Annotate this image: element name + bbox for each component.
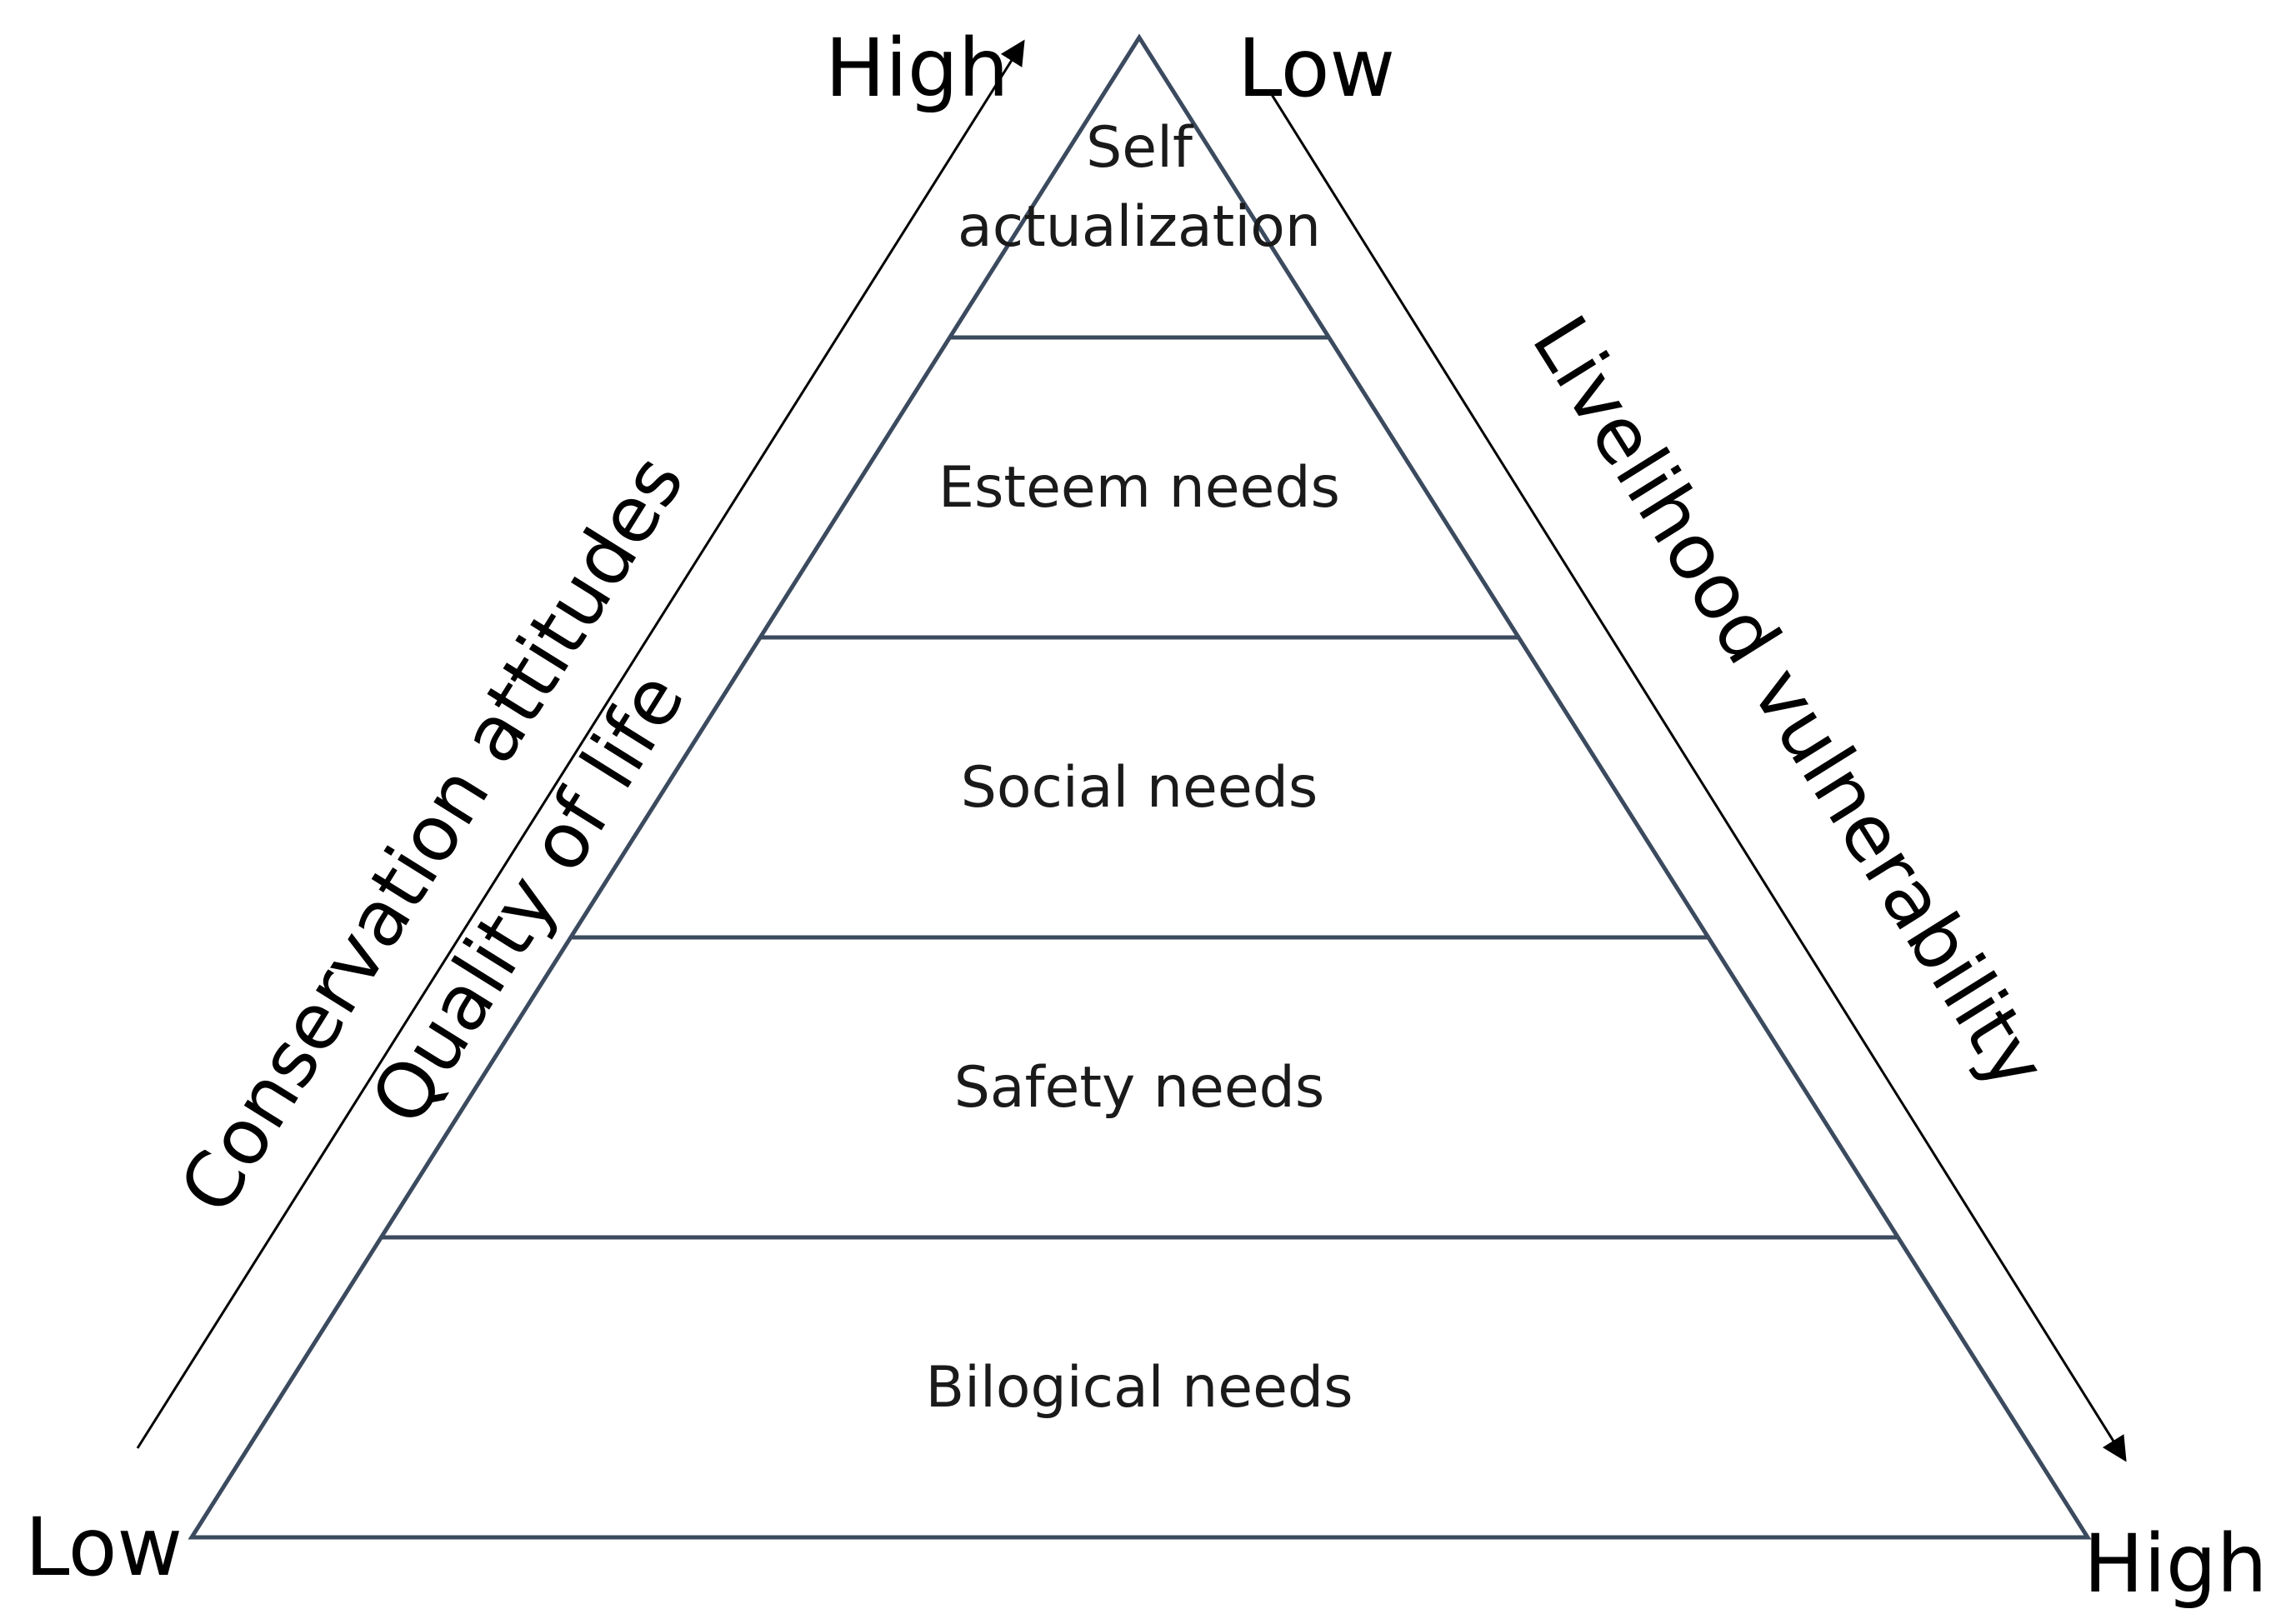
tier-label-safety: Safety needs	[954, 1055, 1325, 1121]
pyramid-outline	[188, 33, 2092, 1540]
right-axis-title: Livelihood vulnerability	[1515, 301, 2063, 1105]
left-axis-high-label: High	[825, 22, 1009, 115]
right-axis-low-label: Low	[1238, 22, 1395, 115]
tier-label-self-line2: actualization	[958, 194, 1321, 260]
right-axis-high-label: High	[2083, 1517, 2268, 1611]
left-axis-low-label: Low	[25, 1501, 183, 1594]
tier-label-social: Social needs	[961, 755, 1318, 821]
tier-label-esteem: Esteem needs	[938, 455, 1340, 521]
left-axis-arrow	[136, 39, 1025, 1449]
tier-label-biological: Bilogical needs	[925, 1355, 1353, 1421]
tier-label-self-line1: Self	[1086, 115, 1194, 181]
right-axis-arrow	[1269, 92, 2127, 1462]
